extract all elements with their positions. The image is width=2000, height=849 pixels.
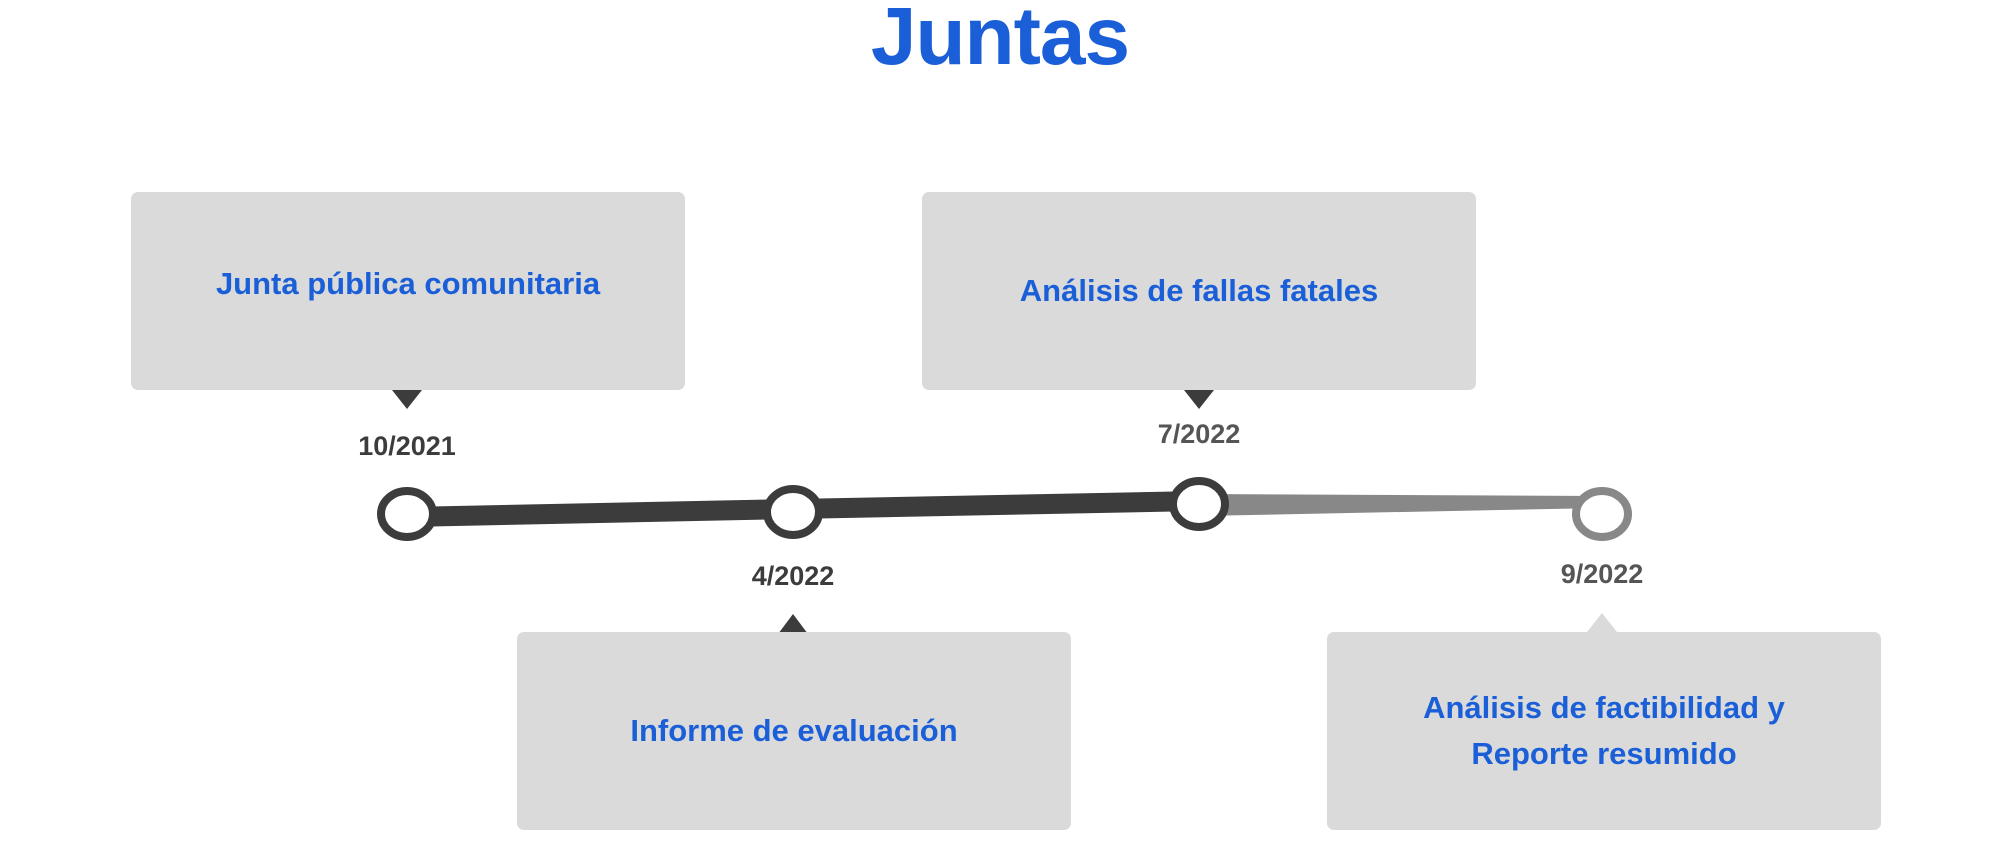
timeline-node-3 — [1169, 477, 1229, 531]
page-title: Juntas — [870, 0, 1130, 82]
card-pointer-1 — [392, 390, 422, 409]
timeline-node-2 — [763, 485, 823, 539]
card-pointer-2 — [778, 614, 808, 634]
timeline-node-1 — [377, 487, 437, 541]
card-pointer-3 — [1184, 390, 1214, 409]
milestone-date-3: 7/2022 — [1157, 419, 1241, 449]
milestone-date-1: 10/2021 — [358, 431, 456, 461]
timeline-segment-3 — [1199, 494, 1602, 516]
milestone-label-4: Análisis de factibilidad y Reporte resum… — [1423, 690, 1785, 771]
timeline-segment-2 — [793, 491, 1199, 519]
milestone-date-4: 9/2022 — [1560, 559, 1644, 589]
milestone-card-1: Junta pública comunitaria — [131, 192, 685, 390]
timeline-node-4 — [1572, 487, 1632, 541]
milestone-card-2: Informe de evaluación — [517, 632, 1071, 830]
milestone-date-2: 4/2022 — [751, 561, 835, 591]
milestone-label-1: Junta pública comunitaria — [215, 266, 601, 302]
milestone-label-3: Análisis de fallas fatales — [1019, 273, 1379, 309]
card-pointer-4 — [1587, 613, 1617, 632]
milestone-card-4: Análisis de factibilidad y Reporte resum… — [1327, 632, 1881, 830]
milestone-label-2: Informe de evaluación — [630, 713, 958, 749]
timeline-segment-1 — [407, 499, 793, 527]
milestone-card-3: Análisis de fallas fatales — [922, 192, 1476, 390]
